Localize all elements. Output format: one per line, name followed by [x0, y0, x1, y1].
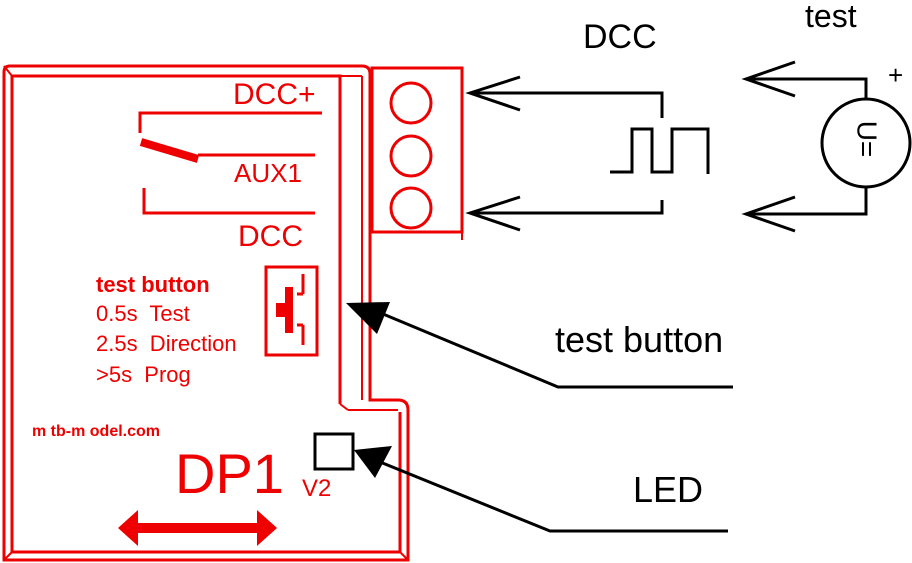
terminal-screw-icon[interactable] [389, 81, 433, 125]
dcc-plus-trace [138, 111, 322, 133]
direction-double-arrow-icon [118, 510, 277, 546]
switch-contact [139, 138, 200, 163]
test-button-mode-prog: >5s Prog [96, 362, 191, 387]
bevel-corner [3, 65, 13, 77]
terminal-label-dcc-plus: DCC+ [233, 78, 316, 111]
voltage-source-icon [820, 97, 912, 189]
callout-test-button-label: test button [555, 319, 724, 360]
dcc-trace [142, 188, 315, 215]
bevel-corner [399, 551, 409, 561]
version-label: V2 [302, 475, 332, 502]
square-wave-icon [610, 127, 710, 174]
terminal-label-dcc: DCC [238, 220, 303, 253]
bevel-edge [339, 403, 349, 411]
test-wire-top [741, 60, 868, 100]
test-wire-bottom [741, 188, 868, 233]
dcc-wire-top [465, 75, 664, 118]
model-label: DP1 [175, 442, 284, 505]
dcc-signal-label: DCC [583, 18, 657, 56]
bevel-corner [3, 551, 13, 561]
test-button-callout [346, 302, 733, 389]
callout-led-label: LED [633, 469, 704, 510]
voltage-source-symbol: U= [851, 120, 883, 158]
test-button-mode-direction: 2.5s Direction [96, 331, 237, 356]
terminal-screw-icon[interactable] [389, 134, 433, 178]
terminal-block [370, 66, 464, 234]
test-button-panel-title: test button [96, 272, 210, 297]
website-label: m tb-m odel.com [32, 423, 161, 440]
terminal-label-aux1: AUX1 [234, 158, 302, 188]
push-button-icon[interactable] [264, 265, 319, 357]
led-callout [354, 446, 728, 533]
board-outline-outer [2, 64, 410, 562]
led-icon[interactable] [313, 432, 355, 471]
terminal-screw-icon[interactable] [389, 186, 433, 230]
polarity-plus-label: + [888, 60, 904, 90]
dcc-wire-bottom [465, 195, 664, 232]
test-button-mode-test: 0.5s Test [96, 301, 190, 326]
test-signal-label: test [805, 0, 857, 34]
